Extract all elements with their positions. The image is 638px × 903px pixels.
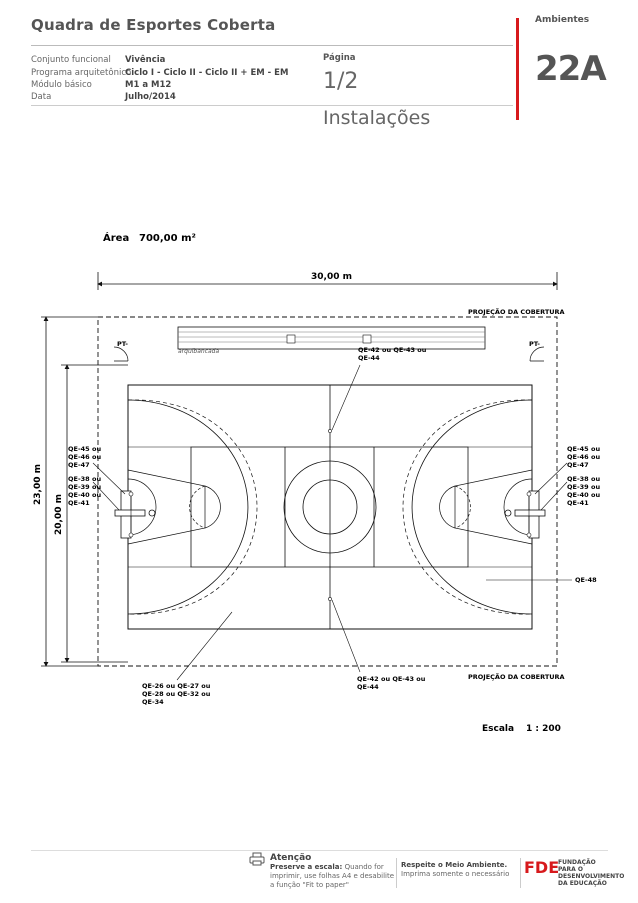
- qe-top-label-2: QE-44: [358, 354, 380, 362]
- projecao-top-label: PROJEÇÃO DA COBERTURA: [468, 307, 565, 316]
- qe-right-a-2: QE-46 ou: [567, 453, 600, 461]
- respeite-bold: Respeite o Meio Ambiente.: [401, 861, 508, 869]
- meta-value-conjunto: Vivência: [125, 55, 166, 65]
- qe-top-label-1: QE-42 ou QE-43 ou: [358, 346, 427, 354]
- door-right: [529, 346, 545, 362]
- qe-48-label: QE-48: [575, 576, 597, 584]
- atencao-text: Preserve a escala: Quando for imprimir, …: [270, 863, 395, 890]
- fde-logo: FDE: [524, 858, 558, 877]
- meta-key-data: Data: [31, 92, 52, 102]
- inner-height-dimension: 20,00 m: [54, 494, 64, 535]
- area-label: Área: [103, 231, 129, 244]
- ambiente-code: 22A: [535, 49, 607, 89]
- qe-right-b-2: QE-39 ou: [567, 483, 600, 491]
- pagina-label: Página: [323, 53, 356, 63]
- meta-key-modulo: Módulo básico: [31, 80, 92, 90]
- three-point-arc-right: [411, 399, 533, 615]
- qe-left-b-1: QE-38 ou: [68, 475, 101, 483]
- meta-value-data: Julho/2014: [125, 92, 176, 102]
- qe-bottom-left-1: QE-26 ou QE-27 ou: [142, 682, 211, 690]
- qe-left-a-2: QE-46 ou: [68, 453, 101, 461]
- width-dimension: 30,00 m: [311, 272, 352, 282]
- qe-left-b-3: QE-40 ou: [68, 491, 101, 499]
- fde-name: FUNDAÇÃO PARA O DESENVOLVIMENTO DA EDUCA…: [558, 859, 625, 887]
- footer-separator: [520, 858, 521, 888]
- qe-bottom-label-1: QE-42 ou QE-43 ou: [357, 675, 426, 683]
- fde-logo-text: FDE: [524, 858, 558, 877]
- meta-key-conjunto: Conjunto funcional: [31, 55, 111, 65]
- three-point-arc-left: [127, 399, 249, 615]
- document-title: Quadra de Esportes Coberta: [31, 16, 276, 34]
- key-right: [454, 469, 533, 545]
- court-drawing: Área 700,00 m² 30,00 m 23,00 m 20,00 m P…: [33, 231, 600, 734]
- pagina-number: 1/2: [323, 69, 359, 94]
- basket-right: [514, 509, 546, 517]
- ambientes-label: Ambientes: [535, 15, 590, 25]
- qe-right-a-3: QE-47: [567, 461, 589, 469]
- outer-height-dimension: 23,00 m: [33, 464, 43, 505]
- area-value: 700,00 m²: [139, 233, 196, 244]
- projecao-bottom-label: PROJEÇÃO DA COBERTURA: [468, 672, 565, 681]
- footer-divider: [31, 850, 608, 851]
- meta-value-modulo: M1 a M12: [125, 80, 172, 90]
- door-left: [113, 346, 129, 362]
- roof-projection: [97, 316, 558, 667]
- basket-left: [114, 509, 146, 517]
- header-divider-2: [31, 105, 513, 106]
- center-circle-inner: [302, 479, 358, 535]
- respeite-text: Imprima somente o necessário: [401, 870, 510, 878]
- escala-value: 1 : 200: [526, 724, 561, 734]
- meta-key-programa: Programa arquitetônico: [31, 68, 132, 78]
- bleachers: [177, 326, 486, 350]
- qe-right-a-1: QE-45 ou: [567, 445, 600, 453]
- printer-icon: [249, 852, 265, 866]
- atencao-body: Quando for imprimir, use folhas A4 e des…: [270, 863, 395, 889]
- qe-left-a-1: QE-45 ou: [68, 445, 101, 453]
- accessible-seat-icon: [362, 334, 372, 344]
- section-title: Instalações: [323, 107, 431, 129]
- escala-label: Escala: [482, 724, 514, 734]
- qe-right-b-4: QE-41: [567, 499, 589, 507]
- footer-separator: [396, 858, 397, 888]
- door-right-label: PT-: [529, 340, 540, 348]
- qe-right-b-1: QE-38 ou: [567, 475, 600, 483]
- header-divider: [31, 45, 513, 46]
- qe-right-b-3: QE-40 ou: [567, 491, 600, 499]
- qe-bottom-left-3: QE-34: [142, 698, 164, 706]
- meta-value-programa: Ciclo I - Ciclo II - Ciclo II + EM - EM: [125, 68, 289, 78]
- qe-bottom-left-2: QE-28 ou QE-32 ou: [142, 690, 211, 698]
- qe-left-a-3: QE-47: [68, 461, 90, 469]
- door-left-label: PT-: [117, 340, 128, 348]
- key-left: [127, 469, 206, 545]
- qe-bottom-label-2: QE-44: [357, 683, 379, 691]
- atencao-bold: Preserve a escala:: [270, 863, 343, 871]
- atencao-title: Atenção: [270, 853, 312, 863]
- accent-bar: [516, 18, 519, 120]
- qe-left-b-2: QE-39 ou: [68, 483, 101, 491]
- center-circle-outer: [283, 460, 377, 554]
- bleachers-label: arquibancada: [178, 348, 219, 355]
- accessible-seat-icon: [286, 334, 296, 344]
- qe-left-b-4: QE-41: [68, 499, 90, 507]
- volleyball-court: [190, 446, 469, 568]
- respeite-block: Respeite o Meio Ambiente.Imprima somente…: [401, 861, 521, 879]
